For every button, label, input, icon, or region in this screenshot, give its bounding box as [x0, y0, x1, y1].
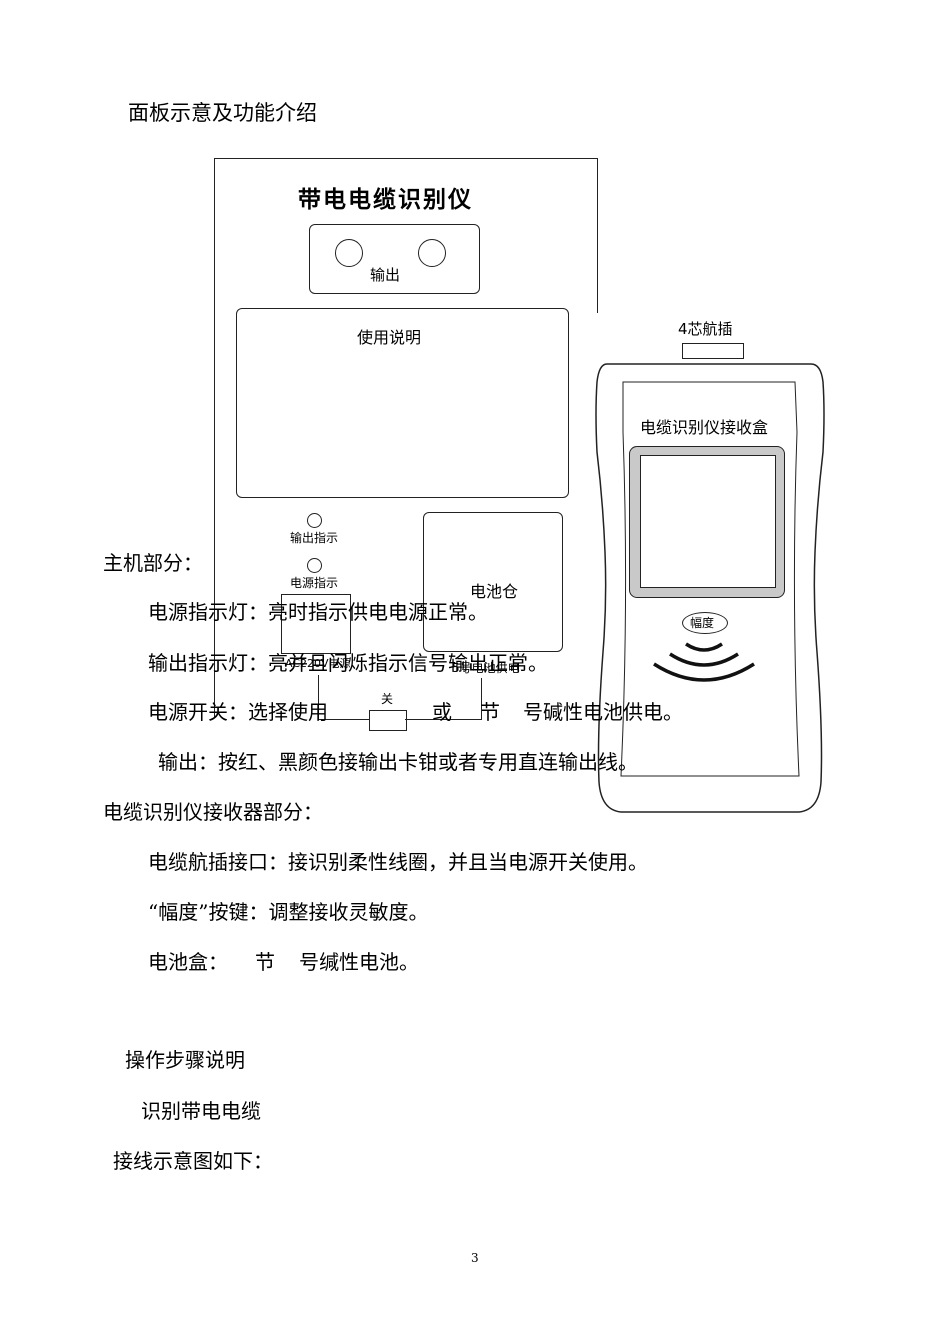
battery-compartment-label: 电池仓	[470, 582, 519, 601]
connector-label: 4芯航插	[678, 320, 733, 338]
operation-subheading: 识别带电电缆	[141, 1099, 261, 1123]
host-item-output-led: 输出指示灯：亮并且闪烁指示信号输出正常。	[148, 651, 548, 675]
receiver-item-battery-count: 节	[255, 950, 275, 974]
wiring-note: 接线示意图如下：	[113, 1149, 273, 1173]
output-indicator-led	[307, 513, 322, 528]
manual-box	[236, 308, 569, 498]
power-indicator-label: 电源指示	[290, 576, 339, 590]
switch-wire-bottom-left	[318, 719, 369, 720]
output-box	[309, 224, 480, 294]
ac-power-label: AC220V电源	[285, 657, 351, 670]
switch-wire-right	[481, 678, 482, 720]
amplitude-button[interactable]	[682, 612, 728, 634]
host-item-power-switch-battery: 号碱性电池供电。	[523, 700, 683, 724]
host-section-heading: 主机部分：	[103, 551, 203, 575]
signal-waves-icon	[653, 642, 755, 682]
receiver-item-battery-type: 号缄性电池。	[299, 950, 419, 974]
receiver-section-heading: 电缆识别仪接收器部分：	[103, 800, 323, 824]
power-indicator-led	[307, 558, 322, 573]
battery-power-label: 5号电池供电	[452, 661, 520, 675]
output-terminal-left	[335, 239, 363, 267]
output-indicator-label: 输出指示	[290, 531, 339, 545]
section-title: 面板示意及功能介绍	[128, 101, 317, 125]
receiver-item-battery: 电池盒：	[148, 950, 228, 974]
receiver-item-amplitude: “幅度”按键：调整接收灵敏度。	[148, 900, 429, 924]
host-item-output: 输出：按红、黑颜色接输出卡钳或者专用直连输出线。	[158, 750, 638, 774]
ac-power-box	[281, 594, 351, 654]
host-item-power-switch-count: 节	[480, 700, 500, 724]
receiver-body	[595, 363, 825, 813]
battery-compartment	[423, 512, 563, 652]
panel-left-edge	[214, 158, 215, 718]
switch-label: 关	[381, 692, 394, 706]
switch-wire-bottom-right	[405, 719, 482, 720]
panel-top-edge	[214, 158, 598, 159]
panel-right-edge	[597, 158, 598, 313]
power-switch	[369, 710, 407, 731]
receiver-screen	[640, 455, 776, 588]
aviation-connector	[682, 343, 744, 359]
host-item-power-switch-or: 或	[432, 700, 452, 724]
host-item-power-switch: 电源开关：选择使用	[148, 700, 328, 724]
manual-label: 使用说明	[357, 328, 422, 347]
host-item-power-led: 电源指示灯：亮时指示供电电源正常。	[148, 600, 488, 624]
receiver-title: 电缆识别仪接收盒	[640, 418, 769, 437]
output-label: 输出	[370, 266, 401, 284]
switch-wire-left	[318, 675, 319, 720]
host-title: 带电电缆识别仪	[298, 187, 473, 213]
output-terminal-right	[418, 239, 446, 267]
page-number: 3	[471, 1251, 479, 1265]
operation-heading: 操作步骤说明	[125, 1048, 245, 1072]
amplitude-button-label: 幅度	[690, 616, 715, 630]
receiver-item-connector: 电缆航插接口：接识别柔性线圈，并且当电源开关使用。	[148, 850, 648, 874]
